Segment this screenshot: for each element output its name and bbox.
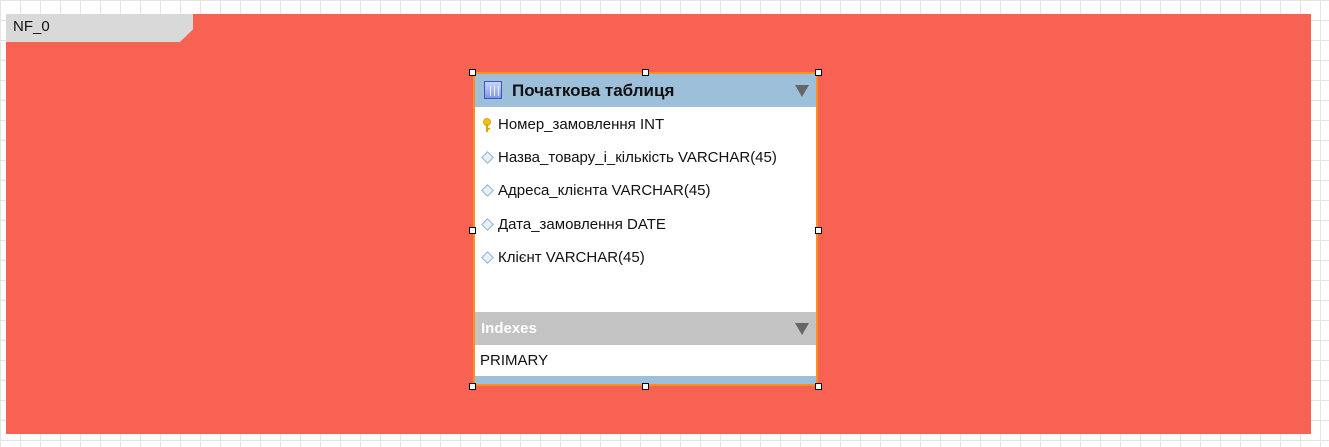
column-label: Назва_товару_і_кількість VARCHAR(45) — [498, 149, 777, 166]
resize-handle-top-left[interactable] — [469, 69, 476, 76]
column-diamond-icon — [481, 251, 494, 264]
layer-name: NF_0 — [13, 18, 50, 35]
indexes-label: Indexes — [481, 320, 537, 337]
indexes-header[interactable]: Indexes — [475, 312, 816, 345]
column-label: Адреса_клієнта VARCHAR(45) — [498, 182, 711, 199]
resize-handle-top[interactable] — [642, 69, 649, 76]
collapse-triangle-icon[interactable] — [795, 323, 809, 335]
column-diamond-icon — [481, 151, 494, 164]
table-title: Початкова таблиця — [512, 81, 675, 100]
resize-handle-top-right[interactable] — [815, 69, 822, 76]
resize-handle-bottom[interactable] — [642, 383, 649, 390]
column-diamond-icon — [481, 218, 494, 231]
column-label: Клієнт VARCHAR(45) — [498, 249, 645, 266]
table-header[interactable]: Початкова таблиця — [475, 74, 816, 107]
index-item[interactable]: PRIMARY — [480, 352, 549, 369]
primary-key-icon — [483, 118, 491, 132]
table-icon — [484, 81, 502, 99]
collapse-triangle-icon[interactable] — [795, 85, 809, 97]
resize-handle-bottom-left[interactable] — [469, 383, 476, 390]
resize-handle-right[interactable] — [815, 227, 822, 234]
table-footer — [475, 376, 816, 384]
layer-tab[interactable] — [6, 14, 193, 42]
resize-handle-left[interactable] — [469, 227, 476, 234]
column-label: Дата_замовлення DATE — [498, 216, 666, 233]
column-diamond-icon — [481, 184, 494, 197]
resize-handle-bottom-right[interactable] — [815, 383, 822, 390]
column-label: Номер_замовлення INT — [498, 116, 665, 133]
table-entity[interactable]: Початкова таблиця Номер_замовлення INT Н… — [473, 72, 818, 386]
